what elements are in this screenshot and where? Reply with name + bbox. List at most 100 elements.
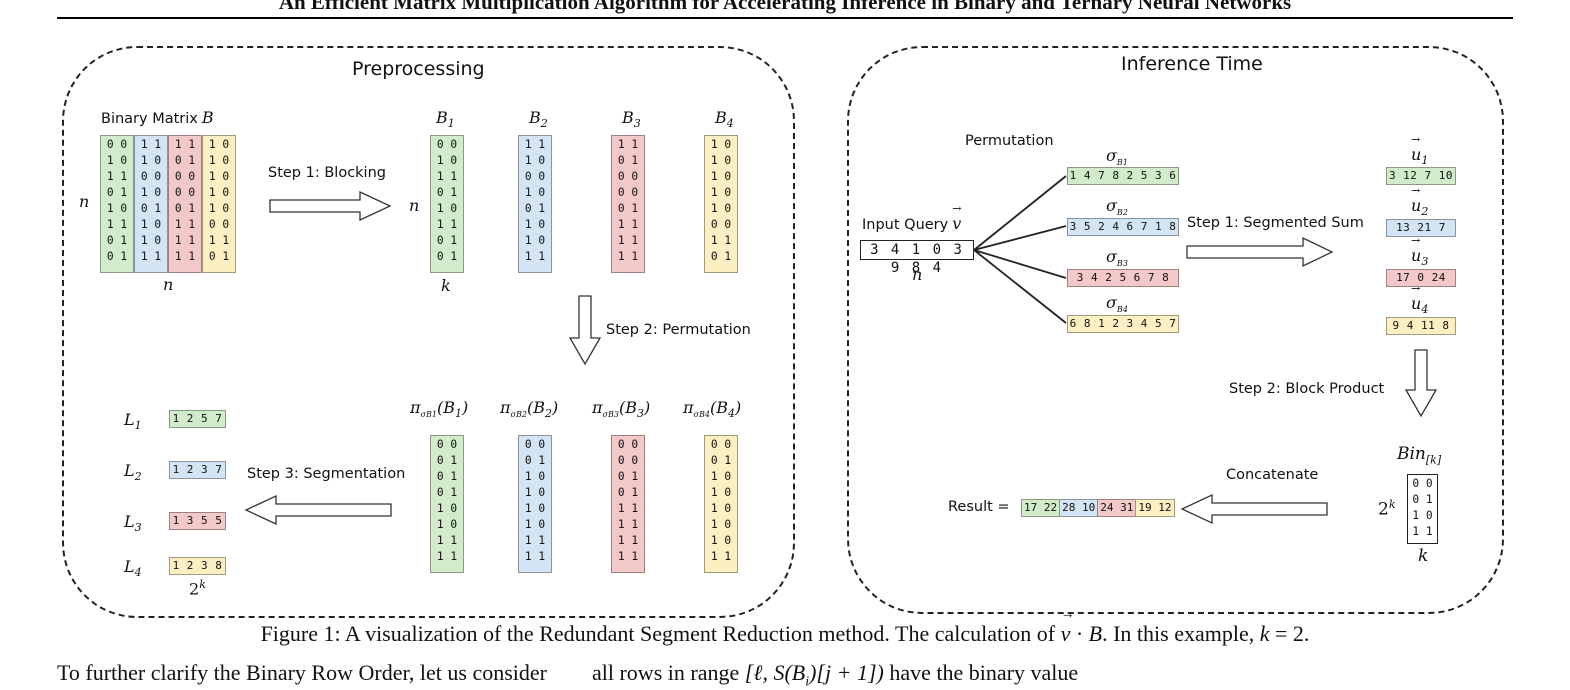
matrix-cell: 0 0 [617, 186, 639, 199]
block-k-label: k [441, 276, 451, 295]
matrix-cell: 1 1 [524, 534, 546, 547]
matrix-cell: 0 0 [617, 170, 639, 183]
matrix-cell: 1 0 [710, 502, 732, 515]
block-b2: 1 1 1 0 0 0 1 0 0 1 1 0 1 0 1 1 [518, 135, 552, 273]
matrix-cell: 1 0 [524, 154, 546, 167]
sigma-b4: 6 8 1 2 3 4 5 7 [1067, 315, 1179, 333]
matrix-cell: 0 0 [208, 218, 230, 231]
matrix-cell: 1 1 [174, 234, 196, 247]
matrix-cell: 1 0 [710, 470, 732, 483]
matrix-cell: 0 1 [617, 486, 639, 499]
matrix-cell: 1 0 [208, 202, 230, 215]
matrix-cell: 1 0 [1412, 509, 1433, 522]
matrix-block-1: 0 0 1 0 1 1 0 1 1 0 1 1 0 1 0 1 [100, 135, 134, 273]
matrix-cell: 0 1 [617, 154, 639, 167]
matrix-cell: 1 0 [710, 154, 732, 167]
sigma-b2: 3 5 2 4 6 7 1 8 [1067, 218, 1179, 236]
step1-arrow-icon [269, 190, 392, 222]
matrix-cell: 1 1 [710, 234, 732, 247]
step2-permutation-label: Step 2: Permutation [606, 322, 751, 338]
sigma-b1: 1 4 7 8 2 5 3 6 [1067, 167, 1179, 185]
fanout-lines [973, 175, 1067, 324]
matrix-cell: 1 1 [436, 550, 458, 563]
matrix-cell: 1 1 [617, 138, 639, 151]
step2-down-arrow-icon [568, 295, 602, 366]
result-segment-1: 17 22 [1021, 499, 1060, 517]
matrix-cell: 1 1 [617, 234, 639, 247]
concatenate-label: Concatenate [1226, 467, 1319, 483]
matrix-cell: 0 1 [106, 234, 128, 247]
result-segment-3: 24 31 [1097, 499, 1136, 517]
matrix-cell: 0 0 [436, 138, 458, 151]
matrix-cell: 0 0 [1412, 477, 1433, 490]
matrix-cell: 1 0 [106, 154, 128, 167]
u-vector-3: 17 0 24 [1386, 269, 1456, 287]
matrix-cell: 0 0 [524, 438, 546, 451]
inference-title: Inference Time [1121, 53, 1263, 75]
matrix-cell: 0 1 [140, 202, 162, 215]
figure-caption: Figure 1: A visualization of the Redunda… [260, 607, 1310, 646]
matrix-cell: 1 1 [617, 218, 639, 231]
matrix-cell: 0 1 [436, 454, 458, 467]
matrix-cell: 1 0 [208, 186, 230, 199]
matrix-cell: 0 0 [174, 170, 196, 183]
matrix-cell: 1 1 [524, 550, 546, 563]
segment-name-2: L2 [124, 461, 142, 484]
matrix-cell: 1 1 [140, 138, 162, 151]
matrix-cell: 0 0 [174, 186, 196, 199]
matrix-cell: 1 0 [524, 486, 546, 499]
matrix-cell: 1 0 [140, 186, 162, 199]
matrix-cell: 1 0 [710, 186, 732, 199]
permuted-block-1: 0 0 0 1 0 1 0 1 1 0 1 0 1 1 1 1 [430, 435, 464, 573]
matrix-cell: 0 1 [106, 186, 128, 199]
result-segment-2: 28 10 [1059, 499, 1098, 517]
segment-2k-label: 2k [189, 578, 206, 599]
matrix-cell: 0 1 [1412, 493, 1433, 506]
matrix-cell: 1 1 [106, 218, 128, 231]
matrix-cell: 1 0 [710, 170, 732, 183]
matrix-cell: 1 1 [436, 218, 458, 231]
segment-l1: 1 2 5 7 [169, 410, 226, 428]
matrix-cell: 1 0 [524, 470, 546, 483]
matrix-cell: 1 0 [524, 186, 546, 199]
u-label-4: u→4 [1411, 282, 1429, 317]
matrix-cell: 0 0 [524, 170, 546, 183]
block-name-1: B1 [436, 108, 455, 131]
sigma-b3: 3 4 2 5 6 7 8 [1067, 269, 1179, 287]
perm-label-4: πσB4(B4) [683, 398, 742, 421]
segmented-sum-arrow-icon [1186, 236, 1334, 268]
sigma-label-3: σB3 [1106, 247, 1128, 269]
block-product-label: Step 2: Block Product [1229, 381, 1385, 397]
sigma-label-4: σB4 [1106, 293, 1128, 315]
matrix-cell: 0 0 [617, 438, 639, 451]
matrix-cell: 1 0 [524, 518, 546, 531]
bin-2k-label: 2k [1378, 498, 1396, 520]
perm-label-2: πσB2(B2) [500, 398, 559, 421]
permuted-block-4: 0 0 0 1 1 0 1 0 1 0 1 0 1 0 1 1 [704, 435, 738, 573]
matrix-cell: 1 1 [174, 138, 196, 151]
matrix-cell: 1 1 [524, 250, 546, 263]
matrix-cell: 1 0 [710, 202, 732, 215]
segment-l3: 1 3 5 5 [169, 512, 226, 530]
matrix-cell: 0 1 [617, 202, 639, 215]
perm-label-3: πσB3(B3) [592, 398, 651, 421]
matrix-block-3: 1 1 0 1 0 0 0 0 0 1 1 1 1 1 1 1 [168, 135, 202, 273]
matrix-cell: 1 0 [208, 138, 230, 151]
permuted-block-2: 0 0 0 1 1 0 1 0 1 0 1 0 1 1 1 1 [518, 435, 552, 573]
matrix-cell: 1 1 [140, 250, 162, 263]
matrix-cell: 0 1 [710, 250, 732, 263]
matrix-cell: 1 0 [710, 534, 732, 547]
u-vector-1: 3 12 7 10 [1386, 167, 1456, 185]
segment-name-4: L4 [124, 557, 142, 580]
matrix-cell: 0 1 [524, 454, 546, 467]
matrix-cell: 0 1 [208, 250, 230, 263]
matrix-cell: 0 1 [710, 454, 732, 467]
matrix-cell: 1 0 [140, 154, 162, 167]
matrix-cell: 1 0 [140, 234, 162, 247]
matrix-cell: 1 0 [436, 202, 458, 215]
block-n-label: n [409, 196, 420, 215]
block-product-down-arrow-icon [1404, 349, 1438, 418]
matrix-cell: 1 1 [617, 534, 639, 547]
matrix-cell: 1 0 [436, 502, 458, 515]
matrix-cell: 0 1 [436, 234, 458, 247]
